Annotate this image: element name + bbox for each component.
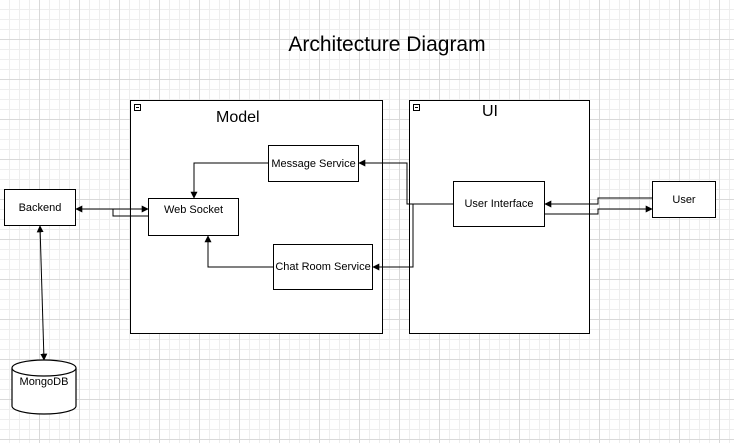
edge-message-websocket [190, 162, 268, 199]
message-service-node[interactable]: Message Service [268, 145, 359, 182]
mongodb-label: MongoDB [19, 376, 69, 388]
diagram-title: Architecture Diagram [288, 33, 486, 56]
mongodb-cylinder-icon[interactable] [11, 359, 77, 415]
ui-container-label: UI [482, 103, 498, 120]
user-node[interactable]: User [652, 181, 716, 218]
user-interface-node[interactable]: User Interface [453, 181, 545, 227]
edge-backend-websocket-route [112, 209, 148, 217]
collapse-icon[interactable] [413, 104, 420, 111]
edge-ui-message [358, 159, 453, 205]
edge-ui-chatroom [372, 203, 453, 271]
edge-backend-mongodb [36, 225, 48, 361]
chat-room-service-node[interactable]: Chat Room Service [273, 244, 373, 290]
edge-chatroom-websocket [204, 235, 273, 268]
web-socket-node[interactable]: Web Socket [148, 198, 239, 236]
edge-ui-user-top [544, 197, 652, 208]
model-container-label: Model [216, 109, 260, 126]
collapse-icon[interactable] [134, 104, 141, 111]
edge-ui-user-bottom [545, 205, 653, 215]
